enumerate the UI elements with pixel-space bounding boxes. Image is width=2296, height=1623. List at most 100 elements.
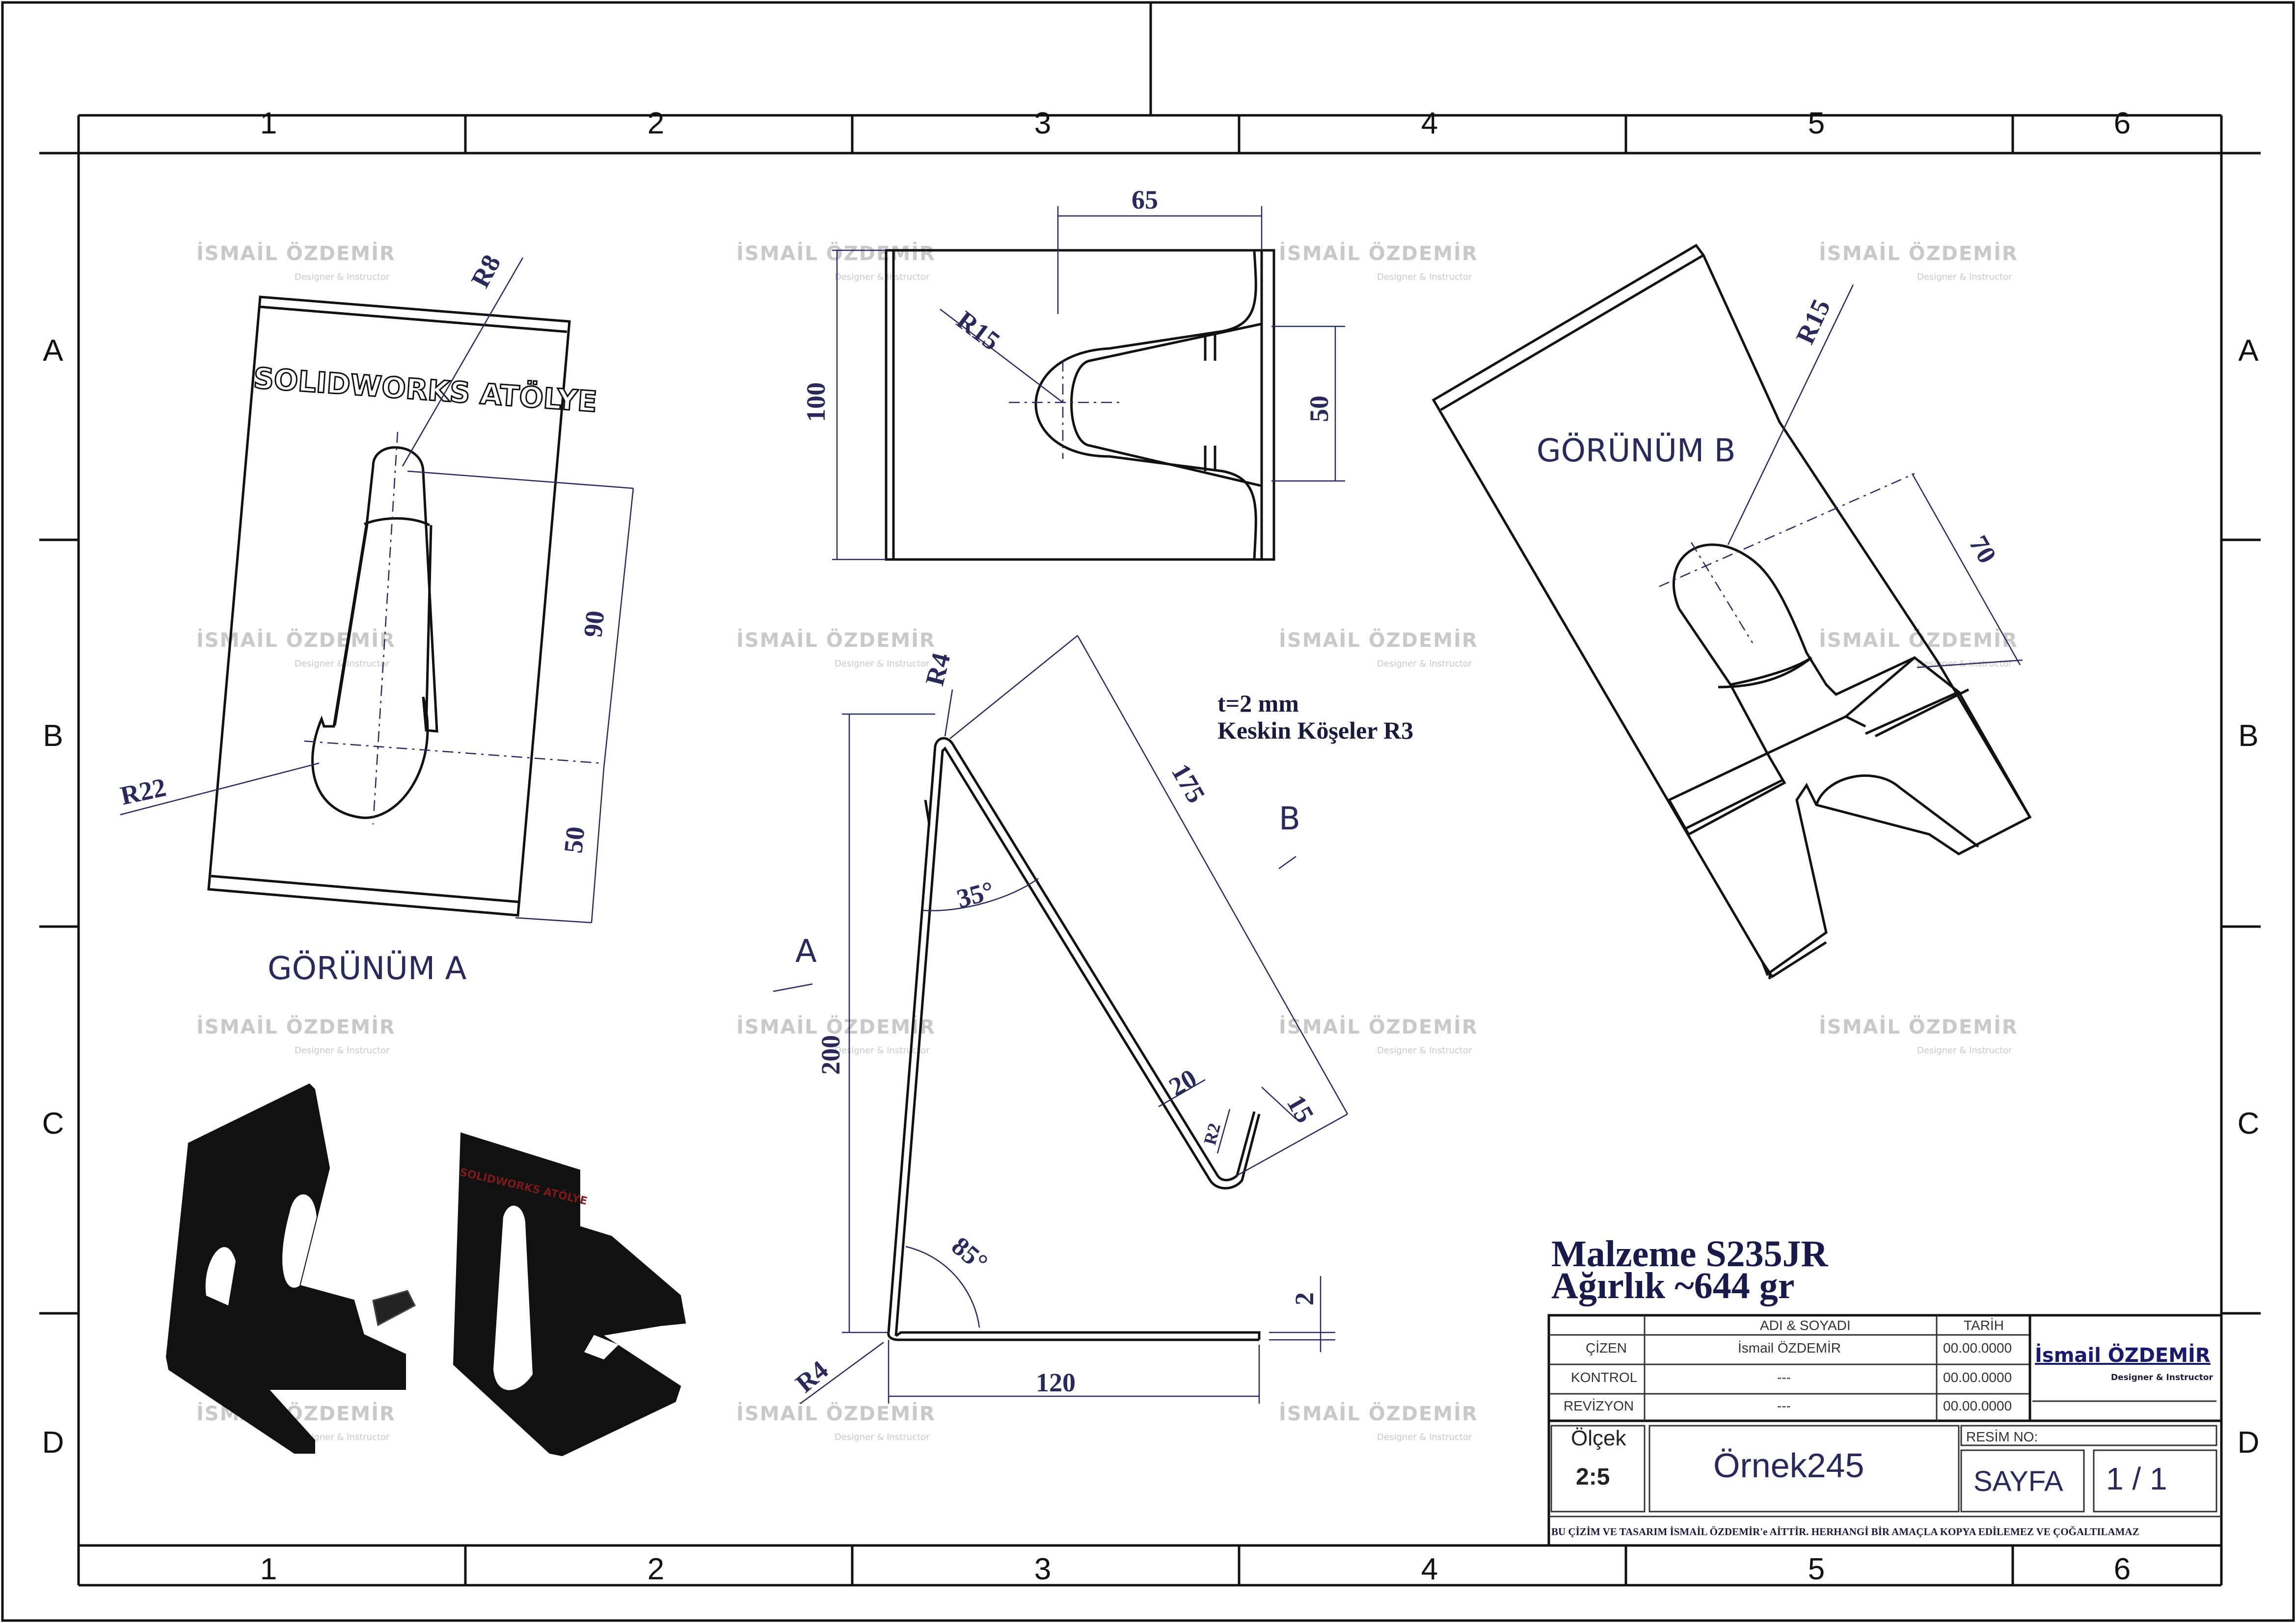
svg-text:İSMAİL ÖZDEMİR: İSMAİL ÖZDEMİR — [1819, 1015, 2018, 1038]
dim-top-50: 50 — [1304, 396, 1334, 422]
dim-side-200: 200 — [816, 1035, 845, 1075]
svg-text:Designer & Instructor: Designer & Instructor — [1377, 272, 1472, 282]
tb-scale-value: 2:5 — [1576, 1464, 1610, 1490]
svg-text:İSMAİL ÖZDEMİR: İSMAİL ÖZDEMİR — [736, 1015, 936, 1038]
view-arrow-b: B — [1279, 801, 1300, 837]
tb-sheet-label: SAYFA — [1973, 1465, 2063, 1497]
title-block — [1547, 1314, 2223, 1547]
col-label-bottom-1: 1 — [260, 1552, 277, 1586]
svg-text:İSMAİL ÖZDEMİR: İSMAİL ÖZDEMİR — [1279, 1015, 1478, 1038]
col-label-top-4: 4 — [1421, 106, 1438, 140]
col-label-bottom-3: 3 — [1034, 1552, 1051, 1586]
dim-side-175: 175 — [1166, 759, 1211, 808]
inner-border — [77, 152, 2223, 1547]
svg-text:İSMAİL ÖZDEMİR: İSMAİL ÖZDEMİR — [1279, 241, 1478, 265]
row-label-left-c: C — [42, 1107, 64, 1141]
dim-top-r15: R15 — [951, 305, 1005, 356]
row-label-right-b: B — [2238, 719, 2258, 753]
note-thickness: t=2 mm — [1217, 690, 1299, 717]
dim-view-b-r15: R15 — [1790, 294, 1836, 348]
dim-side-r4-top: R4 — [919, 650, 956, 689]
row-label-left-d: D — [42, 1426, 64, 1460]
svg-text:Designer & Instructor: Designer & Instructor — [295, 659, 390, 669]
svg-text:İSMAİL ÖZDEMİR: İSMAİL ÖZDEMİR — [736, 628, 936, 652]
top-view-drawing: 65 R15 100 50 — [801, 185, 1345, 561]
tb-role-0: ÇİZEN — [1586, 1340, 1627, 1356]
tb-name-1: --- — [1777, 1370, 1791, 1385]
svg-text:İSMAİL ÖZDEMİR: İSMAİL ÖZDEMİR — [736, 1402, 936, 1425]
col-label-bottom-4: 4 — [1421, 1552, 1438, 1586]
col-label-top-2: 2 — [648, 106, 664, 140]
svg-text:Designer & Instructor: Designer & Instructor — [835, 1045, 930, 1056]
tb-drawing-title: Örnek245 — [1713, 1446, 1864, 1485]
dim-view-a-r22: R22 — [118, 772, 168, 811]
row-ticks — [39, 152, 2261, 1315]
row-label-left-b: B — [43, 719, 63, 753]
view-a-drawing: SOLIDWORKS ATÖLYE R8 90 50 R22 — [118, 250, 634, 924]
dim-side-120: 120 — [1036, 1368, 1076, 1397]
svg-text:Designer & Instructor: Designer & Instructor — [1377, 659, 1472, 669]
view-b-label: GÖRÜNÜM B — [1537, 432, 1735, 469]
tb-date-0: 00.00.0000 — [1943, 1340, 2012, 1356]
material-line-2: Ağırlık ~644 gr — [1551, 1265, 1794, 1306]
dim-top-65: 65 — [1132, 185, 1158, 214]
dim-view-a-50: 50 — [558, 825, 590, 854]
svg-text:İSMAİL ÖZDEMİR: İSMAİL ÖZDEMİR — [1279, 628, 1478, 652]
tb-name-2: --- — [1777, 1398, 1791, 1413]
tb-name-0: İsmail ÖZDEMİR — [1738, 1340, 1841, 1356]
svg-text:İSMAİL ÖZDEMİR: İSMAİL ÖZDEMİR — [736, 241, 936, 265]
svg-text:Designer & Instructor: Designer & Instructor — [1917, 1045, 2012, 1056]
dim-side-15: 15 — [1281, 1090, 1320, 1128]
view-arrow-a: A — [795, 933, 817, 970]
iso-render-1 — [165, 1083, 416, 1454]
col-label-bottom-6: 6 — [2114, 1552, 2131, 1586]
svg-text:Designer & Instructor: Designer & Instructor — [1377, 1432, 1472, 1442]
tb-logo-sub: Designer & Instructor — [2111, 1373, 2213, 1383]
tb-scale-label: Ölçek — [1571, 1426, 1626, 1450]
tb-col-name: ADI & SOYADI — [1760, 1318, 1851, 1333]
svg-text:Designer & Instructor: Designer & Instructor — [1377, 1045, 1472, 1056]
dim-view-a-r8: R8 — [465, 250, 507, 292]
svg-text:Designer & Instructor: Designer & Instructor — [835, 659, 930, 669]
dim-side-r4-bottom: R4 — [790, 1355, 834, 1398]
tb-logo-name: İsmail ÖZDEMİR — [2035, 1343, 2211, 1367]
svg-text:Designer & Instructor: Designer & Instructor — [295, 272, 390, 282]
dim-view-a-90: 90 — [578, 609, 610, 639]
view-b-drawing: R15 70 — [1432, 243, 2032, 979]
svg-text:Designer & Instructor: Designer & Instructor — [1917, 272, 2012, 282]
row-label-left-a: A — [43, 334, 63, 368]
watermark-text: İSMAİL ÖZDEMİR — [196, 241, 396, 265]
dim-top-100: 100 — [801, 382, 831, 422]
svg-text:İSMAİL ÖZDEMİR: İSMAİL ÖZDEMİR — [1819, 241, 2018, 265]
col-label-top-3: 3 — [1034, 106, 1051, 140]
svg-text:İSMAİL ÖZDEMİR: İSMAİL ÖZDEMİR — [196, 1015, 396, 1038]
engraving-text: SOLIDWORKS ATÖLYE — [252, 361, 598, 419]
tb-role-2: REVİZYON — [1564, 1398, 1634, 1413]
tb-date-1: 00.00.0000 — [1943, 1370, 2012, 1385]
svg-text:İSMAİL ÖZDEMİR: İSMAİL ÖZDEMİR — [196, 628, 396, 652]
row-label-right-a: A — [2238, 334, 2259, 368]
tb-role-1: KONTROL — [1571, 1370, 1637, 1385]
dim-side-35: 35° — [954, 876, 998, 914]
material-line-1: Malzeme S235JR — [1551, 1233, 1829, 1275]
svg-text:İSMAİL ÖZDEMİR: İSMAİL ÖZDEMİR — [1279, 1402, 1478, 1425]
svg-text:Designer & Instructor: Designer & Instructor — [835, 1432, 930, 1442]
col-label-bottom-5: 5 — [1808, 1552, 1825, 1586]
row-label-right-d: D — [2238, 1426, 2260, 1460]
svg-text:Designer & Instructor: Designer & Instructor — [295, 1432, 390, 1442]
dim-side-2: 2 — [1290, 1292, 1319, 1305]
tb-date-2: 00.00.0000 — [1943, 1398, 2012, 1413]
tb-copyright: BU ÇİZİM VE TASARIM İSMAİL ÖZDEMİR'e AİT… — [1551, 1526, 2139, 1538]
col-label-top-5: 5 — [1808, 106, 1825, 140]
col-label-bottom-2: 2 — [648, 1552, 664, 1586]
tb-drawing-no-label: RESİM NO: — [1966, 1429, 2038, 1444]
col-label-top-6: 6 — [2114, 106, 2131, 140]
col-label-top-1: 1 — [260, 106, 277, 140]
dim-side-85: 85° — [946, 1231, 993, 1277]
svg-text:Designer & Instructor: Designer & Instructor — [835, 272, 930, 282]
svg-text:Designer & Instructor: Designer & Instructor — [295, 1045, 390, 1056]
tb-col-date: TARİH — [1964, 1318, 2004, 1333]
view-a-label: GÖRÜNÜM A — [268, 950, 467, 987]
